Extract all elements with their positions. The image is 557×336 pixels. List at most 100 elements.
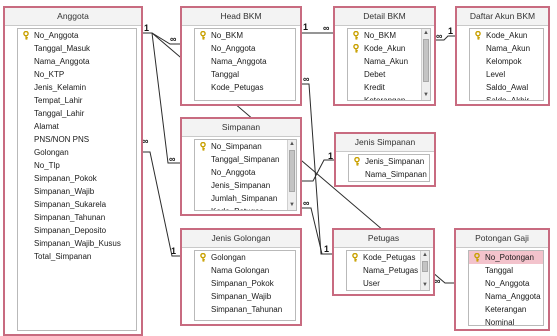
field-item[interactable]: Simpanan_Tahunan xyxy=(195,303,295,316)
table-title[interactable]: Anggota xyxy=(5,8,141,26)
table-title[interactable]: Daftar Akun BKM xyxy=(457,8,548,26)
field-item[interactable]: Jenis_Simpanan xyxy=(195,179,286,192)
field-item[interactable]: Tanggal xyxy=(195,68,295,81)
field-item[interactable]: Simpanan_Wajib xyxy=(18,185,136,198)
field-item[interactable]: Simpanan_Sukarela xyxy=(18,198,136,211)
field-item[interactable]: Nama_Akun xyxy=(470,42,543,55)
field-item[interactable]: Simpanan_Tahunan xyxy=(18,211,136,224)
field-item[interactable]: Simpanan_Wajib_Kusus xyxy=(18,237,136,250)
field-item[interactable]: Tanggal xyxy=(469,264,543,277)
table-title[interactable]: Potongan Gaji xyxy=(456,230,548,248)
scroll-up-icon[interactable]: ▲ xyxy=(422,252,428,258)
primary-key-icon xyxy=(352,253,358,262)
field-item[interactable]: Keterangan xyxy=(469,303,543,316)
table-title[interactable]: Petugas xyxy=(334,230,433,248)
scroll-down-icon[interactable]: ▼ xyxy=(423,92,429,98)
field-item[interactable]: Jenis_Simpanan xyxy=(349,155,429,168)
field-item[interactable]: No_KTP xyxy=(18,68,136,81)
scroll-thumb[interactable] xyxy=(422,261,428,272)
field-item[interactable]: Tanggal_Lahir xyxy=(18,107,136,120)
field-item[interactable]: Simpanan_Pokok xyxy=(18,172,136,185)
field-item[interactable]: No_Simpanan xyxy=(195,140,286,153)
field-item[interactable]: No_Potongan xyxy=(469,251,543,264)
field-item[interactable]: Saldo_Awal xyxy=(470,81,543,94)
field-item[interactable]: No_BKM xyxy=(348,29,420,42)
field-item[interactable]: Nama_Akun xyxy=(348,55,420,68)
field-item[interactable]: Kode_Petugas xyxy=(347,251,419,264)
field-item[interactable]: Nominal xyxy=(469,316,543,325)
field-item[interactable]: Golongan xyxy=(195,251,295,264)
table-title[interactable]: Simpanan xyxy=(182,119,300,137)
field-item[interactable]: Total_Simpanan xyxy=(18,250,136,263)
field-item[interactable]: Tanggal_Simpanan xyxy=(195,153,286,166)
field-item[interactable]: Nama_Anggota xyxy=(18,55,136,68)
field-item[interactable]: Keterangan xyxy=(348,94,420,100)
field-item[interactable]: Nama_Simpanan xyxy=(349,168,429,181)
field-item[interactable]: Kode_Petugas xyxy=(195,205,286,210)
field-item[interactable]: Simpanan_Wajib xyxy=(195,290,295,303)
field-item[interactable]: No_Anggota xyxy=(18,29,136,42)
field-item[interactable]: PNS/NON PNS xyxy=(18,133,136,146)
field-item[interactable]: Kode_Akun xyxy=(470,29,543,42)
vertical-scrollbar[interactable]: ▲▼ xyxy=(421,29,430,100)
scroll-down-icon[interactable]: ▼ xyxy=(422,282,428,288)
field-item[interactable]: Nama_Anggota xyxy=(195,55,295,68)
scroll-thumb[interactable] xyxy=(289,150,295,192)
field-item[interactable]: Simpanan_Pokok xyxy=(195,277,295,290)
scroll-thumb[interactable] xyxy=(423,39,429,82)
field-item[interactable]: Saldo_Akhir xyxy=(470,94,543,100)
field-item[interactable]: User xyxy=(347,277,419,290)
field-item[interactable]: Alamat xyxy=(18,120,136,133)
table-title[interactable]: Head BKM xyxy=(182,8,300,26)
field-item[interactable]: Nama_Petugas xyxy=(347,264,419,277)
scroll-up-icon[interactable]: ▲ xyxy=(423,30,429,36)
scroll-down-icon[interactable]: ▼ xyxy=(289,202,295,208)
field-item[interactable]: Level xyxy=(470,68,543,81)
field-item[interactable]: Kelompok xyxy=(470,55,543,68)
field-item[interactable]: Nama Golongan xyxy=(195,264,295,277)
relation-line-petugas-simpanan xyxy=(301,207,334,255)
scroll-up-icon[interactable]: ▲ xyxy=(289,141,295,147)
vertical-scrollbar[interactable]: ▲▼ xyxy=(287,140,296,210)
field-item[interactable]: Nama_Anggota xyxy=(469,290,543,303)
table-title[interactable]: Detail BKM xyxy=(335,8,434,26)
field-item[interactable]: Golongan xyxy=(18,146,136,159)
field-item[interactable]: No_BKM xyxy=(195,29,295,42)
field-item[interactable]: No_Anggota xyxy=(469,277,543,290)
field-item[interactable]: Jenis_Kelamin xyxy=(18,81,136,94)
field-item[interactable]: Jumlah_Simpanan xyxy=(195,192,286,205)
field-item[interactable]: No_Anggota xyxy=(195,42,295,55)
vertical-scrollbar[interactable]: ▲▼ xyxy=(420,251,429,290)
field-item[interactable]: Kredit xyxy=(348,81,420,94)
field-item[interactable]: Debet xyxy=(348,68,420,81)
field-item[interactable]: Simpanan_Deposito xyxy=(18,224,136,237)
table-title[interactable]: Jenis Simpanan xyxy=(336,134,434,152)
field-item[interactable]: Tempat_Lahir xyxy=(18,94,136,107)
field-item[interactable]: No_Tlp xyxy=(18,159,136,172)
field-item[interactable]: No_Anggota xyxy=(195,166,286,179)
table-title[interactable]: Jenis Golongan xyxy=(182,230,300,248)
cardinality-many-label: ∞ xyxy=(170,34,177,44)
field-item[interactable]: Tanggal_Masuk xyxy=(18,42,136,55)
field-item[interactable]: Kode_Petugas xyxy=(195,81,295,94)
field-item[interactable]: Kode_Akun xyxy=(348,42,420,55)
cardinality-many-label: ∞ xyxy=(323,23,330,33)
